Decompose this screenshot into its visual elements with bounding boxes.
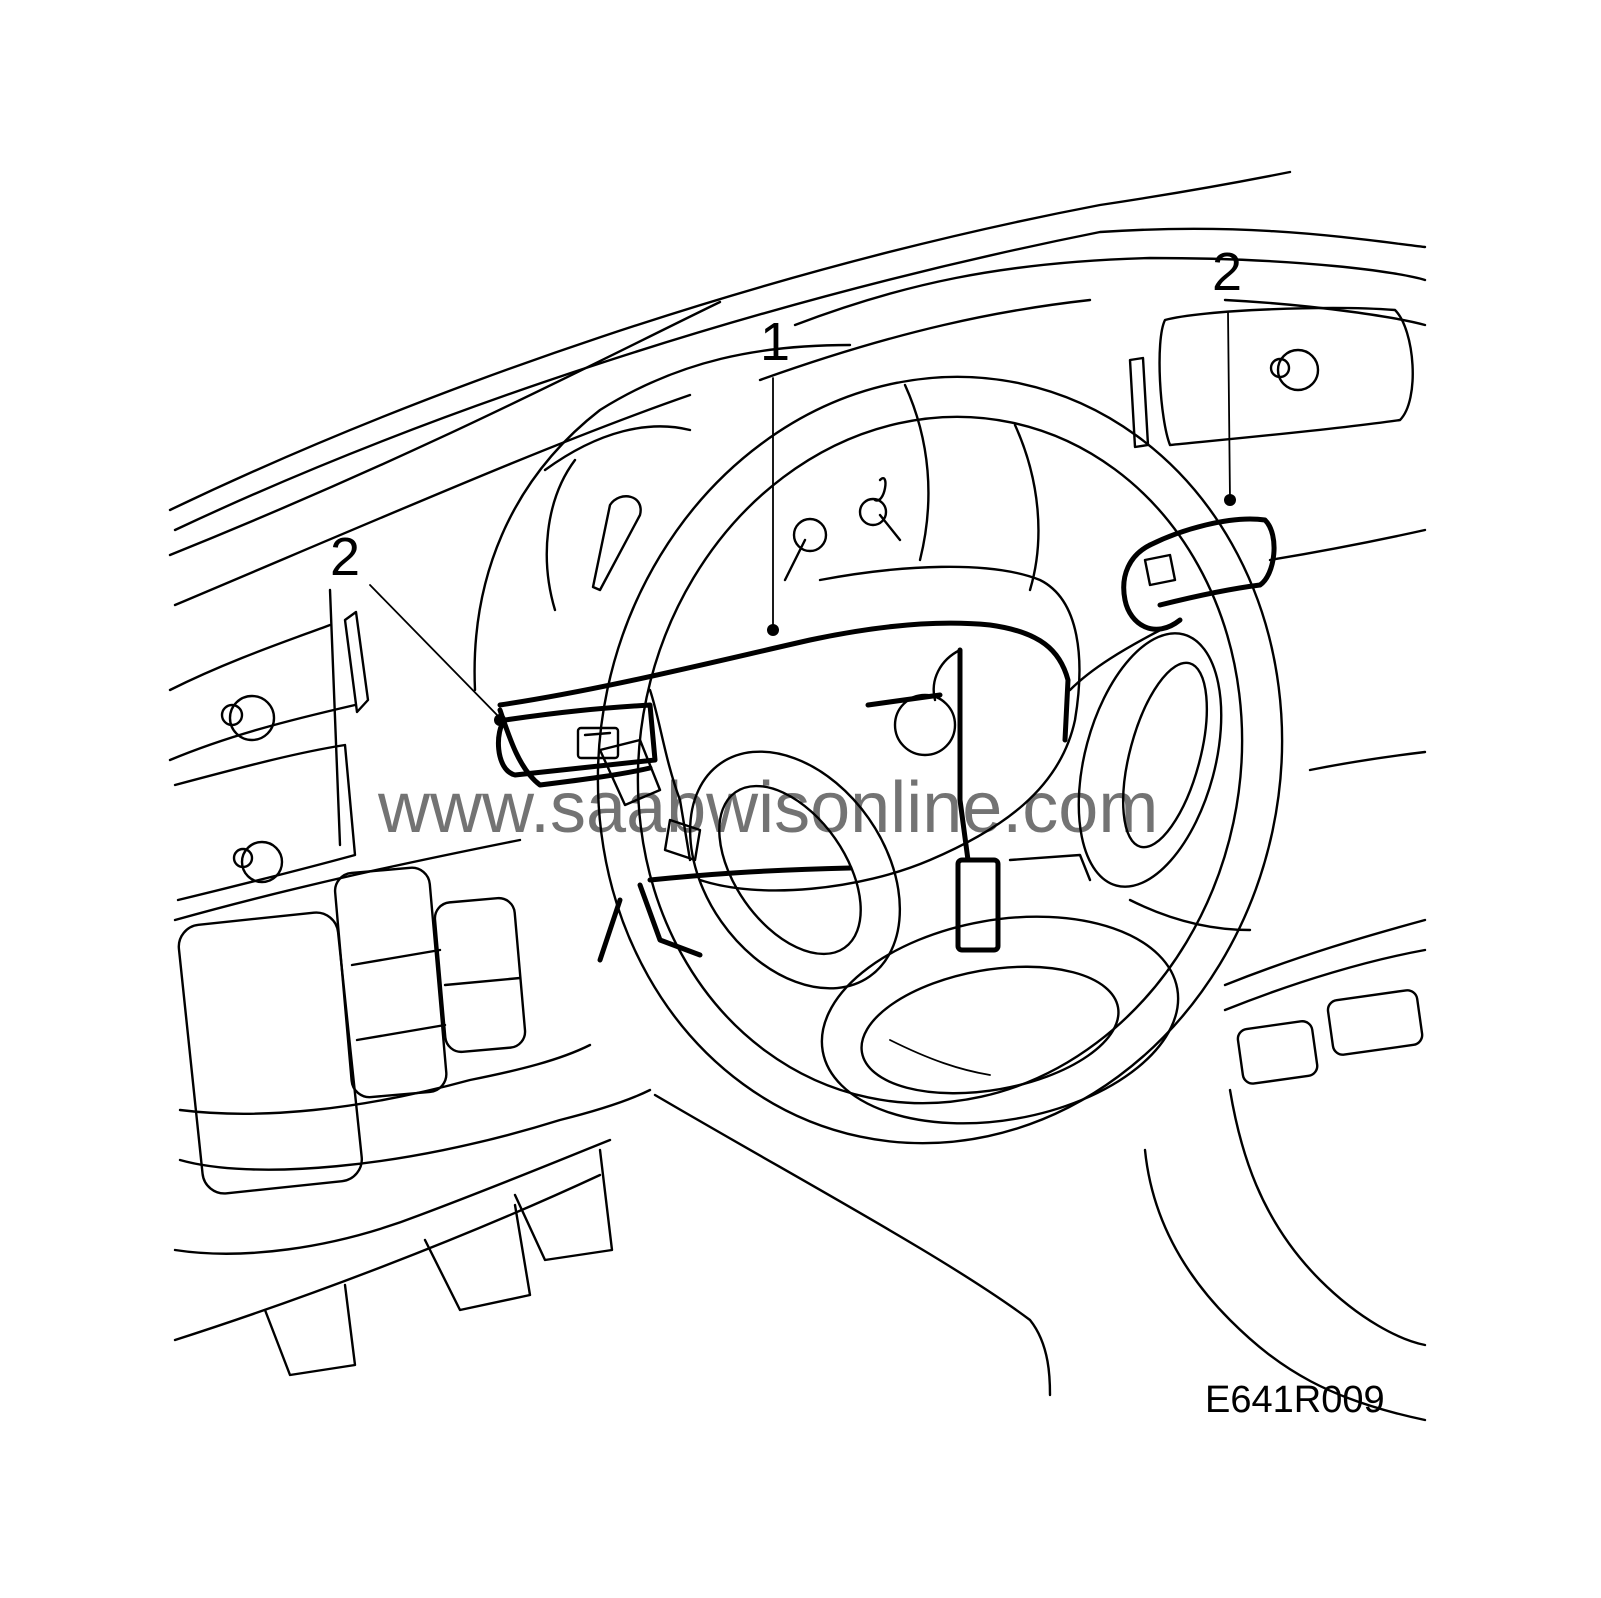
contact-reel-harness: [497, 620, 1071, 963]
callout-dot-2-right: [1224, 494, 1236, 506]
callout-dot-2-left: [494, 714, 506, 726]
right-stalk-switch: [1068, 516, 1277, 692]
right-vent-panel: [1128, 306, 1427, 1085]
callout-2-right: 2: [1212, 242, 1242, 302]
watermark: www.saabwisonline.com: [377, 768, 1158, 848]
figure-code: E641R009: [1205, 1379, 1385, 1421]
callout-1: 1: [760, 312, 790, 372]
instrument-cluster: [473, 343, 1040, 692]
steering-wheel: [596, 375, 1284, 1145]
leader-lines: [369, 311, 1236, 726]
callout-2-left: 2: [330, 527, 360, 587]
dashboard-outline: [168, 170, 1427, 762]
left-switch-panel: [173, 588, 652, 1255]
lower-dash: [173, 1088, 1427, 1422]
callout-dot-1: [767, 624, 779, 636]
left-stalk-switch: [495, 702, 658, 778]
